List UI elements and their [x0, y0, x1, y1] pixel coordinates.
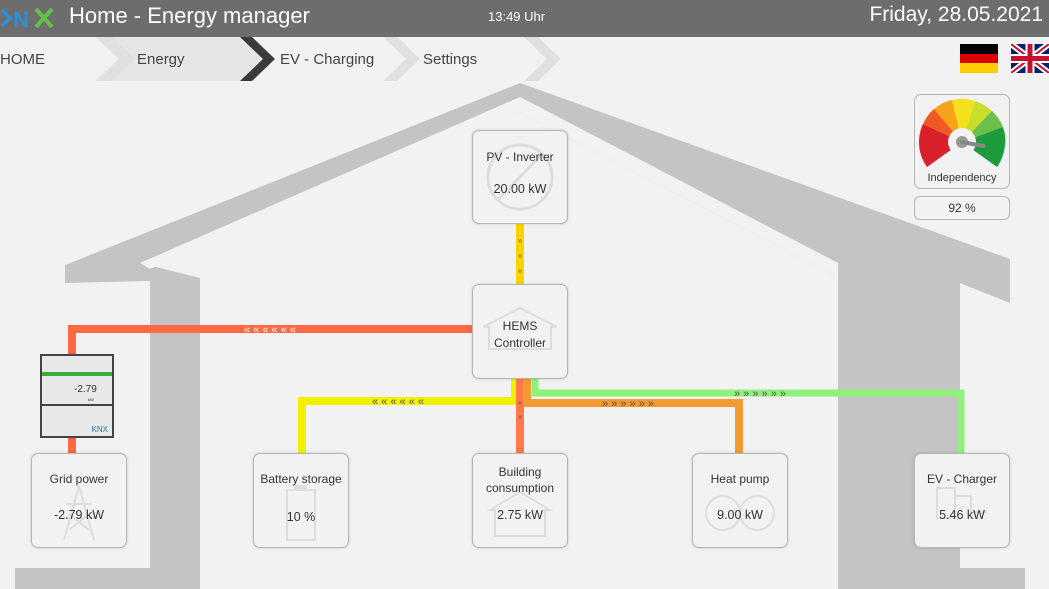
ev-charger-icon — [936, 487, 987, 519]
grid-value: -2.79 kW — [53, 508, 104, 522]
breadcrumb-nav: HOME Energy EV - Charging Settings — [0, 37, 1049, 83]
independency-label: Independency — [927, 172, 997, 184]
building-value: 2.75 kW — [497, 508, 543, 522]
ev-title: EV - Charger — [926, 472, 998, 486]
app-title: Home - Energy manager — [69, 3, 310, 28]
date-display: Friday, 28.05.2021 — [869, 3, 1043, 26]
svg-text:» » » » » »: » » » » » » — [602, 398, 654, 410]
svg-text:« « « « « «: « « « « « « — [244, 324, 296, 336]
uk-flag-icon[interactable] — [1011, 44, 1049, 73]
svg-text:N: N — [13, 7, 29, 32]
hems-title-line1: HEMS — [502, 319, 538, 333]
ev-value: 5.46 kW — [939, 508, 985, 522]
house-icon — [482, 306, 558, 350]
building-title-line1: Building — [498, 465, 542, 479]
building-title-line2: consumption — [485, 481, 555, 495]
german-flag-icon[interactable] — [960, 44, 998, 73]
heat-pump-icon — [705, 495, 775, 531]
independency-gauge[interactable]: Independency — [914, 94, 1010, 189]
heat-pump-box[interactable]: Heat pump 9.00 kW — [692, 453, 788, 548]
smart-meter: -2.79 kW KNX — [40, 354, 114, 438]
gauge-needle — [960, 140, 986, 148]
svg-text:»: » — [516, 415, 525, 420]
ev-charger-box[interactable]: EV - Charger 5.46 kW — [914, 453, 1010, 548]
svg-text:»: » — [516, 269, 525, 274]
ev-flow-line — [531, 379, 965, 455]
grid-title: Grid power — [49, 472, 109, 486]
meter-unit: kW — [88, 397, 94, 402]
hems-controller-box[interactable]: HEMS Controller — [472, 284, 568, 379]
battery-icon — [286, 485, 316, 541]
knx-logo: N — [0, 7, 54, 32]
heatpump-flow-line — [523, 379, 743, 455]
nav-energy[interactable]: Energy — [137, 51, 185, 68]
nav-settings[interactable]: Settings — [423, 51, 478, 68]
independency-value-box: 92 % — [914, 196, 1010, 220]
active-chevron — [240, 37, 275, 81]
grid-flow-line — [68, 325, 474, 355]
svg-text:»: » — [518, 236, 523, 245]
svg-text:»: » — [516, 401, 525, 406]
meter-value: -2.79 — [74, 384, 97, 395]
battery-value: 10 % — [286, 510, 316, 524]
meter-knx-logo: KNX — [91, 425, 108, 434]
battery-storage-box[interactable]: Battery storage 10 % — [253, 453, 349, 548]
grid-power-box[interactable]: Grid power -2.79 kW — [31, 453, 127, 548]
top-bar: N Home - Energy manager 13:49 Uhr Friday… — [0, 0, 1049, 37]
clock: 13:49 Uhr — [488, 9, 546, 24]
svg-text:»: » — [516, 254, 525, 259]
battery-flow-line — [298, 379, 519, 455]
svg-text:» » » » » »: » » » » » » — [734, 388, 786, 400]
heatpump-title: Heat pump — [710, 472, 770, 486]
sun-off-icon — [486, 143, 554, 211]
independency-value: 92 % — [948, 201, 976, 215]
pv-value: 20.00 kW — [493, 182, 547, 196]
building-consumption-box[interactable]: Building consumption 2.75 kW — [472, 453, 568, 548]
energy-tab-bg — [95, 37, 263, 81]
gauge-dial-icon — [919, 98, 1006, 171]
battery-title: Battery storage — [260, 472, 342, 486]
building-icon — [486, 490, 554, 537]
svg-text:« « « « « «: « « « « « « — [372, 396, 424, 408]
nav-ev-charging[interactable]: EV - Charging — [280, 51, 375, 68]
power-pylon-icon — [62, 485, 96, 541]
heatpump-value: 9.00 kW — [717, 508, 763, 522]
breadcrumb-chevrons — [95, 37, 560, 81]
nav-home[interactable]: HOME — [0, 51, 45, 68]
hems-title-line2: Controller — [493, 336, 547, 350]
pv-inverter-box[interactable]: PV - Inverter 20.00 kW — [472, 130, 568, 224]
energy-flow-diagram: » » » « « « « « « « « « « « « » » » » » … — [15, 83, 1025, 589]
pv-title: PV - Inverter — [486, 150, 554, 164]
